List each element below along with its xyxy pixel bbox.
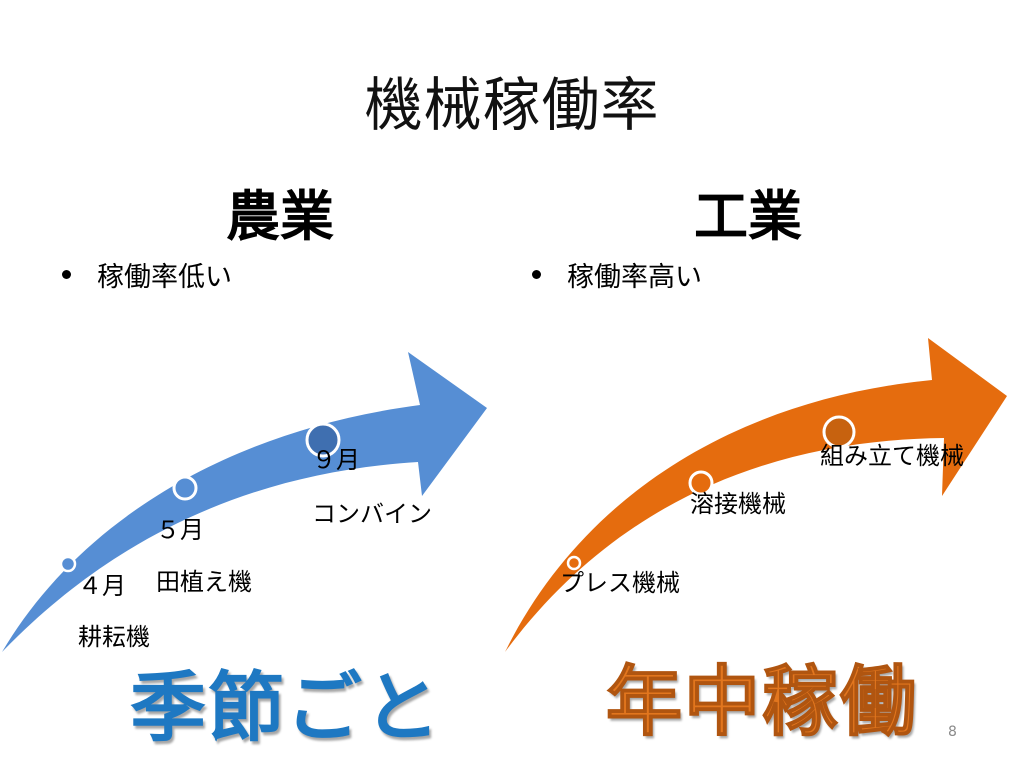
agriculture-label-april-machine: 耕耘機 <box>78 623 150 651</box>
bullet-dot-icon <box>62 270 71 279</box>
industry-marker-assembly <box>822 415 856 449</box>
agriculture-marker-april <box>59 555 77 573</box>
agriculture-marker-may <box>172 475 198 501</box>
industry-bullet: 稼働率高い <box>530 255 702 294</box>
page-number: 8 <box>948 724 957 740</box>
industry-marker-press <box>566 555 582 571</box>
agriculture-bullet-text: 稼働率低い <box>97 262 232 293</box>
agriculture-label-april-month: ４月 <box>78 572 126 600</box>
industry-marker-welding <box>688 470 714 496</box>
industry-arrow-icon <box>505 338 1007 652</box>
agriculture-label-september-machine: コンバイン <box>312 500 432 528</box>
agriculture-heading: 農業 <box>226 185 334 248</box>
bullet-dot-icon <box>532 270 541 279</box>
industry-heading: 工業 <box>694 185 802 248</box>
industry-label-press: プレス機械 <box>560 569 680 597</box>
agriculture-arrow-icon <box>2 352 487 652</box>
industry-label-welding: 溶接機械 <box>690 490 786 518</box>
agriculture-bullet: 稼働率低い <box>60 255 232 294</box>
slide-title: 機械稼働率 <box>364 71 660 139</box>
agriculture-marker-september <box>305 422 341 458</box>
industry-summary: 年中稼働 <box>605 656 918 747</box>
agriculture-summary: 季節ごと <box>130 663 442 752</box>
industry-label-assembly: 組み立て機械 <box>820 442 964 470</box>
agriculture-label-may-machine: 田植え機 <box>156 568 252 596</box>
agriculture-label-may-month: ５月 <box>156 516 204 544</box>
agriculture-label-september-month: ９月 <box>312 446 360 474</box>
industry-bullet-text: 稼働率高い <box>567 262 702 293</box>
